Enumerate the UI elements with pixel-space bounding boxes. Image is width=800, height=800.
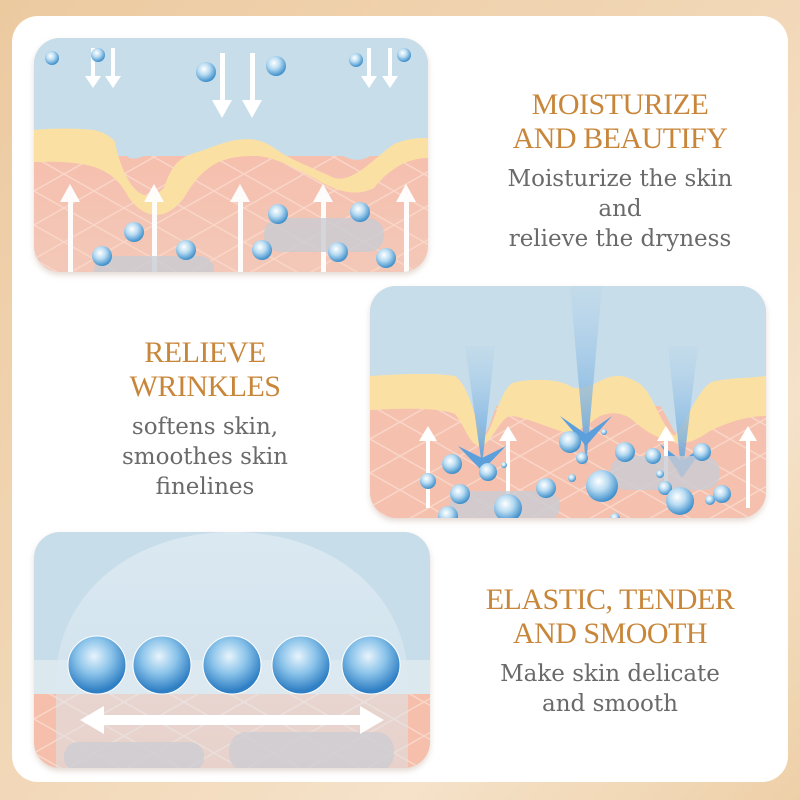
desc-line: and smooth	[542, 691, 678, 717]
desc-line: Make skin delicate	[500, 661, 720, 687]
section-title: ELASTIC, TENDER AND SMOOTH	[440, 583, 780, 651]
desc-line: relieve the dryness	[508, 226, 732, 252]
section-description: softens skin, smoothes skin finelines	[70, 412, 340, 502]
desc-line: and	[598, 196, 642, 222]
title-line: AND BEAUTIFY	[512, 122, 728, 155]
title-line: RELIEVE	[144, 336, 266, 369]
title-line: MOISTURIZE	[531, 88, 709, 121]
section-description: Make skin delicate and smooth	[440, 659, 780, 719]
elastic-caption: ELASTIC, TENDER AND SMOOTH Make skin del…	[440, 583, 780, 719]
desc-line: Moisturize the skin	[507, 166, 733, 192]
section-description: Moisturize the skin and relieve the dryn…	[450, 164, 790, 254]
moisturize-caption: MOISTURIZE AND BEAUTIFY Moisturize the s…	[450, 88, 790, 254]
moisturize-illustration	[34, 38, 428, 272]
wrinkles-caption: RELIEVE WRINKLES softens skin, smoothes …	[70, 336, 340, 502]
desc-line: smoothes skin	[122, 444, 288, 470]
section-title: RELIEVE WRINKLES	[70, 336, 340, 404]
skin-spheres-icon	[34, 532, 430, 768]
skin-layers-icon	[34, 38, 428, 272]
elastic-illustration	[34, 532, 430, 768]
section-title: MOISTURIZE AND BEAUTIFY	[450, 88, 790, 156]
skin-penetration-icon	[370, 286, 766, 518]
wrinkles-illustration	[370, 286, 766, 518]
desc-line: softens skin,	[131, 414, 279, 440]
desc-line: finelines	[155, 474, 255, 500]
title-line: ELASTIC, TENDER	[485, 583, 735, 616]
title-line: WRINKLES	[129, 370, 281, 403]
title-line: AND SMOOTH	[512, 617, 708, 650]
